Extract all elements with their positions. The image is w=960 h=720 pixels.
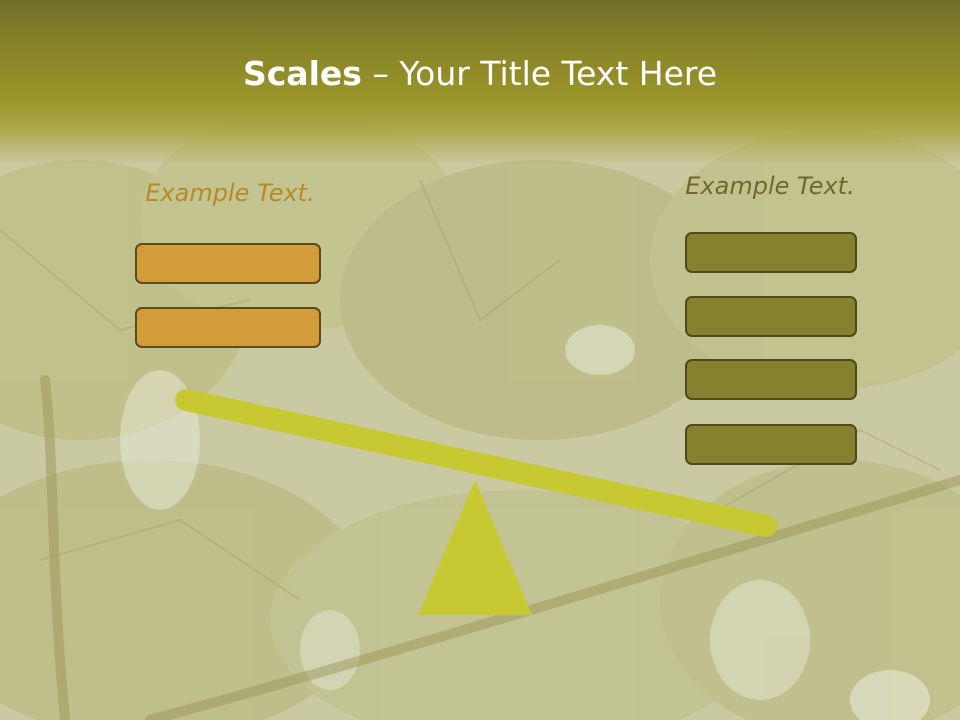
slide-title: Scales – Your Title Text Here: [0, 50, 960, 98]
right-weight-box: [685, 359, 857, 400]
scale-fulcrum: [418, 480, 532, 615]
right-weight-box: [685, 232, 857, 273]
title-strong: Scales: [242, 54, 362, 93]
right-example-label: Example Text.: [685, 172, 855, 200]
right-weight-box: [685, 296, 857, 337]
right-weight-box: [685, 424, 857, 465]
title-rest: – Your Title Text Here: [361, 54, 718, 93]
left-weight-box: [135, 307, 321, 348]
left-example-label: Example Text.: [145, 179, 315, 207]
left-weight-box: [135, 243, 321, 284]
scale-beam: [175, 389, 777, 537]
title-band: [0, 0, 960, 165]
